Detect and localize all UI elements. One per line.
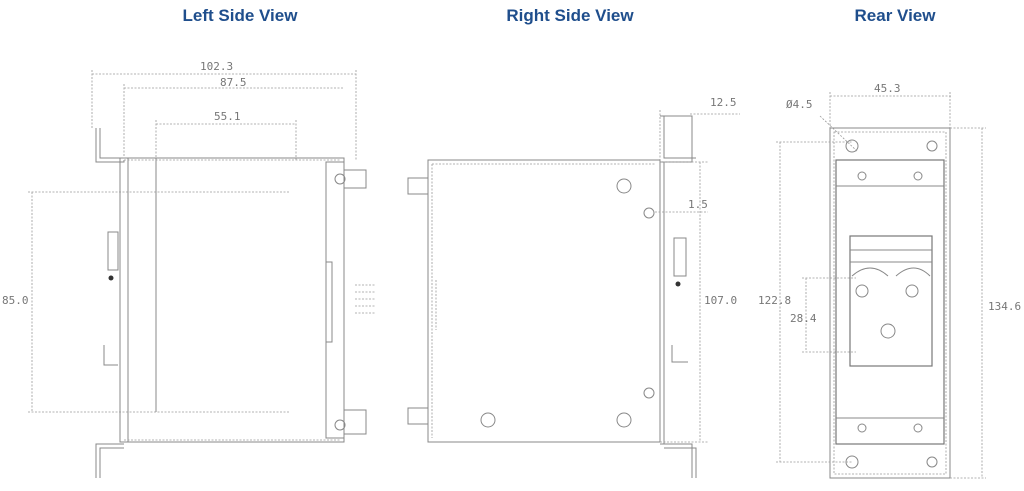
dim-right-bracket-depth: 12.5 bbox=[710, 96, 737, 109]
left-side-view: 102.3 87.5 55.1 85.0 bbox=[2, 60, 375, 478]
dim-left-overall-width: 102.3 bbox=[200, 60, 233, 73]
dim-right-screw-offset: 1.5 bbox=[688, 198, 708, 211]
dim-rear-hole-spacing: 122.8 bbox=[758, 294, 791, 307]
rear-view: 45.3 Ø4.5 122.8 28.4 134.6 bbox=[758, 82, 1021, 479]
dim-rear-hole-diameter: Ø4.5 bbox=[786, 98, 813, 111]
dim-left-height: 85.0 bbox=[2, 294, 29, 307]
right-side-view-title: Right Side View bbox=[506, 6, 634, 25]
dim-rear-overall-height: 134.6 bbox=[988, 300, 1021, 313]
left-side-view-title: Left Side View bbox=[182, 6, 298, 25]
rear-view-title: Rear View bbox=[854, 6, 936, 25]
dim-rear-clip-height: 28.4 bbox=[790, 312, 817, 325]
right-side-view: 12.5 1.5 107.0 bbox=[407, 96, 740, 478]
dim-left-inner-width: 55.1 bbox=[214, 110, 241, 123]
dim-left-body-width: 87.5 bbox=[220, 76, 247, 89]
dim-right-height: 107.0 bbox=[704, 294, 737, 307]
dim-rear-width: 45.3 bbox=[874, 82, 901, 95]
